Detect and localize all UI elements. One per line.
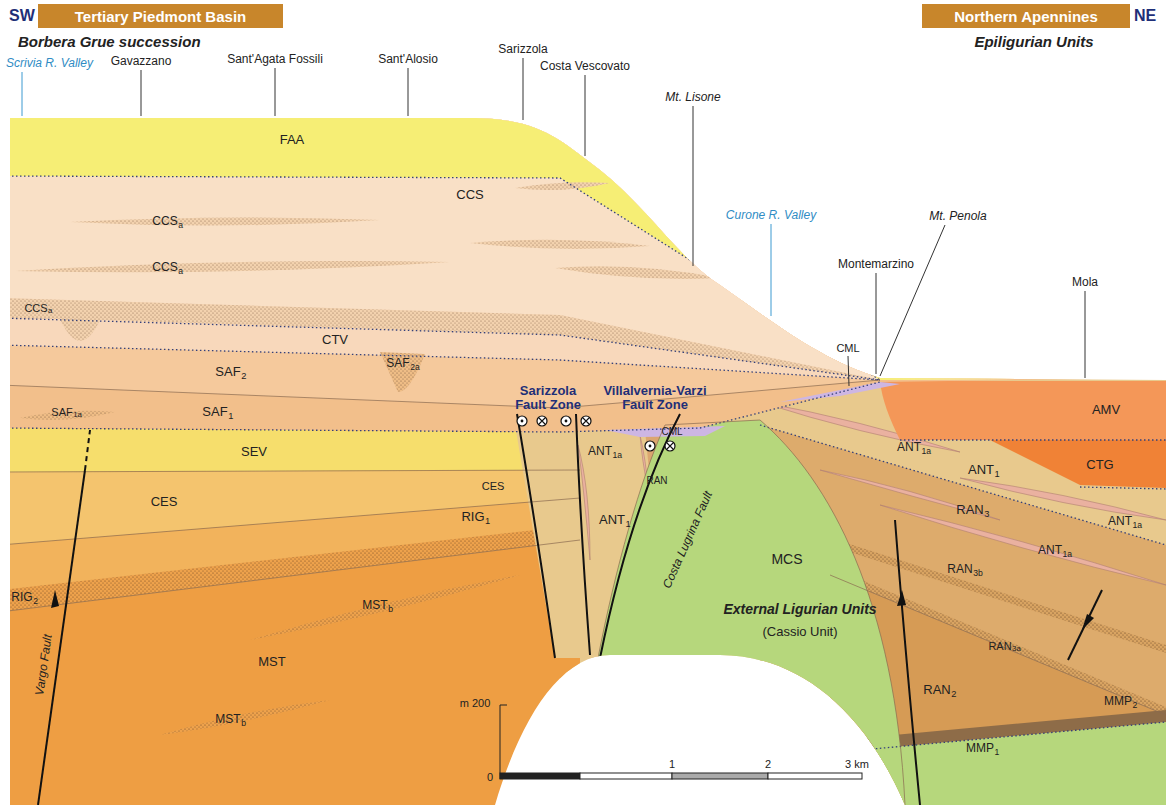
section-label: CTV	[322, 333, 348, 347]
section-label: ANT	[968, 463, 994, 477]
section-label: AMV	[1092, 403, 1120, 417]
section-label: Sarizzola Fault Zone	[508, 384, 588, 413]
section-label: Curone R. Valley	[726, 209, 816, 222]
subscript: 1	[485, 516, 490, 526]
section-label: CES	[151, 495, 178, 509]
section-label: SAF	[51, 406, 72, 418]
section-label: SAF	[386, 357, 409, 370]
section-label: Sant'Agata Fossili	[227, 53, 323, 66]
subscript: b	[388, 605, 393, 615]
section-label: Sarizzola	[498, 43, 547, 56]
subscript: 1	[995, 748, 1000, 758]
subscript: a	[178, 221, 183, 231]
section-label: Villalvernia-Varzi Fault Zone	[593, 384, 718, 413]
section-label: Scrivia R. Valley	[6, 57, 93, 70]
section-label: Borbera Grue succession	[18, 34, 201, 51]
subscript: a	[48, 307, 52, 316]
section-label: NE	[1134, 7, 1156, 25]
subscript: 3a	[1012, 645, 1021, 654]
section-label: Mt. Lisone	[665, 91, 720, 104]
subscript: b	[241, 719, 246, 729]
section-label: Costa Vescovato	[540, 60, 630, 73]
section-label: External Ligurian Units	[723, 602, 876, 617]
section-label: Mt. Penola	[929, 210, 986, 223]
section-label: ANT	[897, 441, 921, 454]
section-label: SEV	[241, 445, 267, 459]
subscript: 1	[626, 519, 631, 529]
subscript: 2a	[410, 363, 420, 373]
section-label: Epiligurian Units	[974, 34, 1093, 51]
subscript: 1a	[922, 447, 932, 457]
subscript: 3b	[973, 569, 983, 579]
section-label: Gavazzano	[111, 55, 172, 68]
header-bar: Tertiary Piedmont Basin	[38, 4, 283, 28]
section-label: Vargo Fault	[33, 634, 55, 697]
subscript: 2	[951, 689, 956, 699]
section-label: 0	[487, 771, 493, 783]
section-label: CML	[661, 426, 682, 437]
section-label: CCS	[152, 215, 177, 228]
section-label: RAN	[956, 503, 983, 517]
subscript: 2	[1133, 701, 1138, 711]
section-label: ANT	[588, 445, 612, 458]
section-label: MST	[258, 655, 285, 669]
section-label: Mola	[1072, 276, 1098, 289]
subscript: 2	[241, 371, 246, 381]
section-label: Montemarzino	[838, 258, 914, 271]
subscript: 1	[995, 469, 1000, 479]
section-label: RIG	[11, 591, 32, 604]
section-label: m 200	[460, 697, 491, 709]
section-label: (Cassio Unit)	[762, 625, 837, 639]
section-label: RIG	[461, 510, 484, 524]
subscript: a	[178, 267, 183, 277]
header-text: Northern Apennines	[954, 8, 1098, 25]
section-label: CCS	[24, 302, 47, 314]
section-label: ANT	[599, 513, 625, 527]
section-label: CML	[836, 342, 859, 354]
section-label: CTG	[1086, 458, 1113, 472]
section-label: Costa Lugrina Fault	[661, 489, 716, 590]
subscript: 3	[984, 509, 989, 519]
section-label: 3 km	[845, 758, 869, 770]
subscript: 1a	[73, 411, 82, 420]
section-label: MMP	[1104, 695, 1132, 708]
section-label: FAA	[280, 133, 305, 147]
section-label: RAN	[646, 475, 667, 486]
section-label: MST	[362, 599, 387, 612]
section-label: Sant'Alosio	[378, 53, 438, 66]
header-text: Tertiary Piedmont Basin	[75, 8, 246, 25]
section-label: ANT	[1038, 544, 1062, 557]
section-label: SAF	[202, 405, 227, 419]
subscript: 2	[33, 597, 38, 607]
section-label: 2	[765, 758, 771, 770]
section-label: SW	[9, 7, 35, 25]
header-bar: Northern Apennines	[922, 4, 1130, 28]
section-label: SAF	[215, 365, 240, 379]
section-label: RAN	[923, 683, 950, 697]
section-label: MCS	[771, 552, 802, 567]
section-label: CCS	[456, 188, 483, 202]
section-label: CES	[482, 480, 505, 492]
section-label: ANT	[1108, 515, 1132, 528]
section-label: MST	[215, 713, 240, 726]
section-label: 1	[669, 758, 675, 770]
subscript: 1a	[613, 451, 623, 461]
subscript: 1a	[1063, 550, 1073, 560]
subscript: 1	[228, 411, 233, 421]
section-label: RAN	[947, 563, 972, 576]
section-label: MMP	[966, 742, 994, 755]
section-label: RAN	[988, 640, 1011, 652]
subscript: 1a	[1133, 521, 1143, 531]
section-label: CCS	[152, 261, 177, 274]
